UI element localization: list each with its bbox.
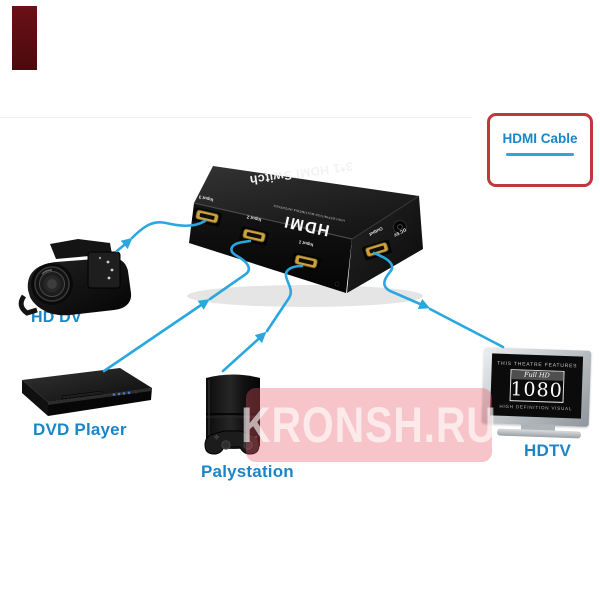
hdmi-port-output [362, 239, 392, 261]
cable-hddv-to-input3-arrow [115, 237, 133, 253]
watermark-band: KRONSH.RU [241, 388, 496, 462]
camcorder-body [18, 239, 132, 316]
corner-watermark-mark [12, 6, 37, 70]
cable-dvd-to-input2 [208, 239, 252, 301]
dvd-player-body [22, 368, 152, 416]
label-playstation: Palystation [201, 462, 294, 481]
dc-power-jack [393, 220, 407, 234]
label-hdtv: HDTV [524, 441, 572, 460]
switch-top-face [194, 166, 419, 239]
hdmi-port-input3 [192, 207, 222, 227]
cable-hddv-to-input3 [130, 219, 207, 240]
watermark-text: KRONSH.RU [241, 397, 497, 453]
cable-dvd-to-input2-arrow [102, 299, 210, 373]
label-dvd-player: DVD Player [33, 420, 127, 439]
background-seam-line [0, 117, 472, 118]
legend-label: HDMI Cable [502, 131, 578, 146]
switch-front-face [189, 203, 352, 293]
cable-output-to-hdtv-arrow [372, 251, 431, 309]
cable-output-to-hdtv [428, 307, 505, 349]
hdmi-cable-legend: HDMI Cable [487, 113, 593, 187]
gamepad [204, 430, 261, 455]
cable-ps-to-input1 [265, 264, 304, 333]
cable-ps-to-input1-arrow [221, 331, 267, 373]
legend-cable-sample [506, 153, 574, 156]
playstation-body [206, 374, 260, 449]
